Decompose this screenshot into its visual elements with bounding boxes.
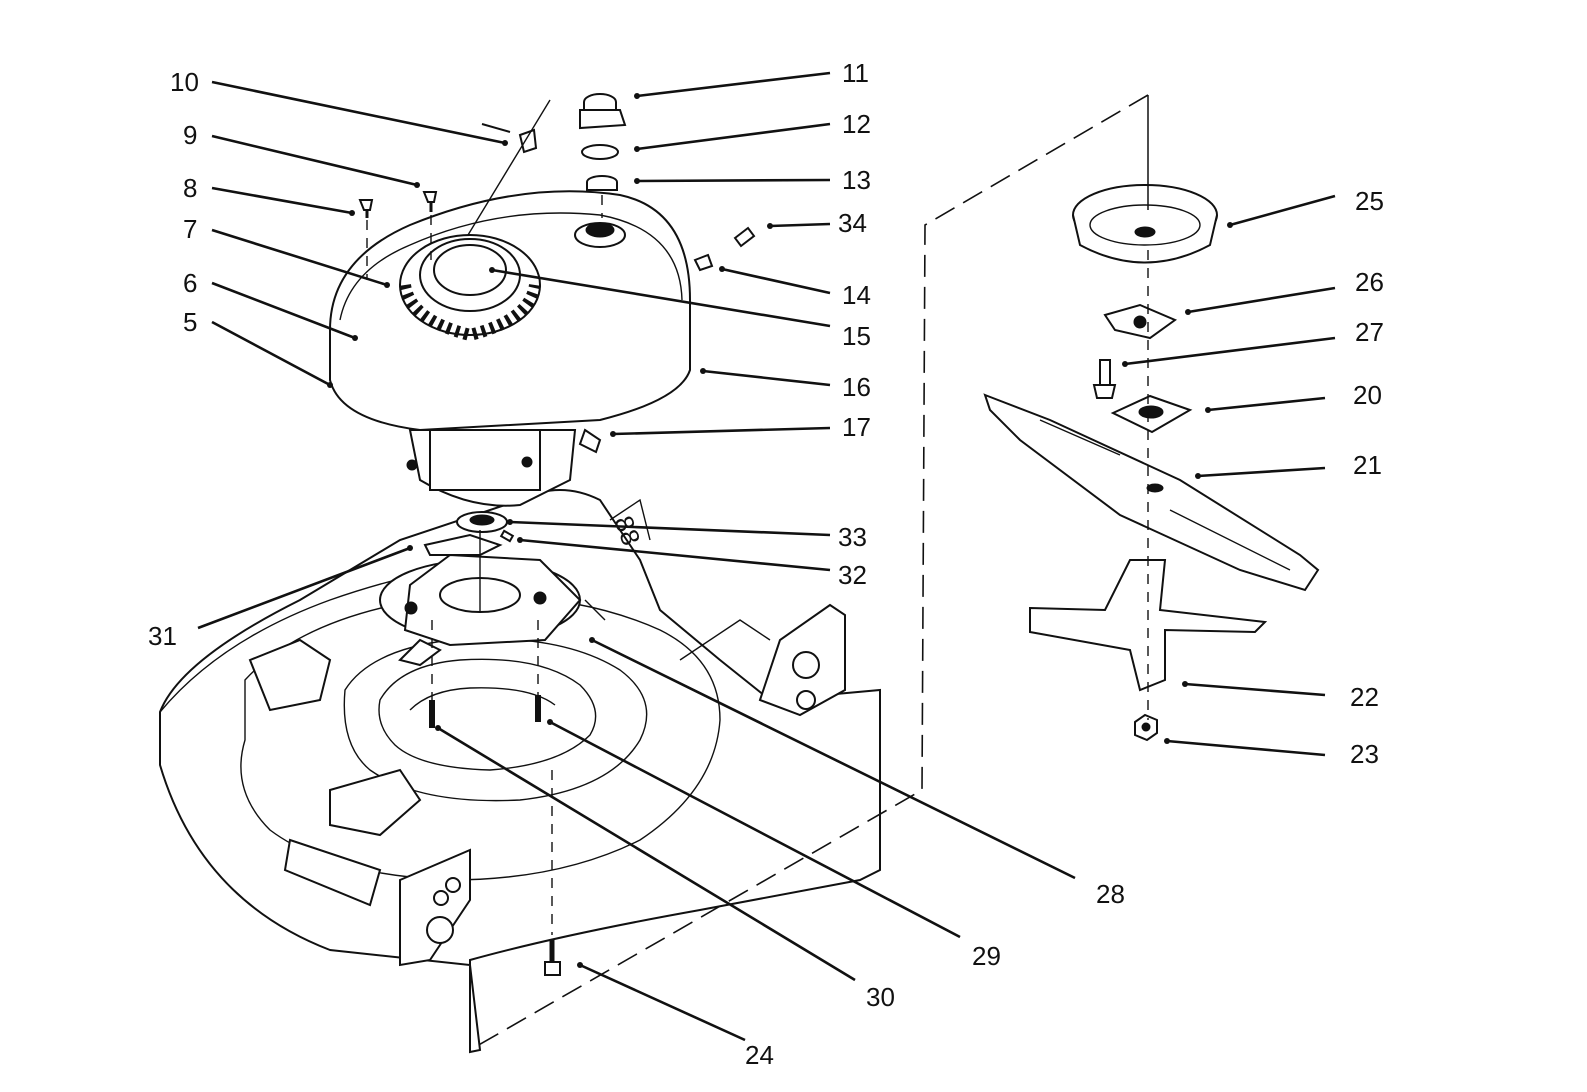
callout-16: 16 [842, 372, 871, 402]
leader-dot-24 [577, 962, 583, 968]
leader-14 [721, 267, 831, 295]
callout-21: 21 [1353, 450, 1382, 480]
hardware-parts [358, 93, 756, 976]
callout-26: 26 [1355, 267, 1384, 297]
leader-dot-31 [407, 545, 413, 551]
leader-27 [1124, 336, 1336, 366]
leader-6 [211, 281, 356, 340]
callout-25: 25 [1355, 186, 1384, 216]
leader-23 [1166, 739, 1326, 757]
leader-dot-34 [767, 223, 773, 229]
leader-30 [437, 726, 856, 982]
callout-14: 14 [842, 280, 871, 310]
leader-dot-21 [1195, 473, 1201, 479]
mower-deck: 88 [159, 489, 881, 1054]
callout-34: 34 [838, 208, 867, 238]
leader-dot-30 [435, 725, 441, 731]
leader-32 [519, 538, 831, 572]
callout-5: 5 [183, 307, 197, 337]
leader-10 [211, 80, 506, 145]
leader-dot-23 [1164, 738, 1170, 744]
callout-7: 7 [183, 214, 197, 244]
leader-dot-16 [700, 368, 706, 374]
callout-13: 13 [842, 165, 871, 195]
callout-20: 20 [1353, 380, 1382, 410]
leader-dot-6 [352, 335, 358, 341]
callout-23: 23 [1350, 739, 1379, 769]
callout-9: 9 [183, 120, 197, 150]
callout-32: 32 [838, 560, 867, 590]
leader-dot-20 [1205, 407, 1211, 413]
leader-dot-7 [384, 282, 390, 288]
leader-dot-8 [349, 210, 355, 216]
leader-dot-13 [634, 178, 640, 184]
callout-24: 24 [745, 1040, 774, 1070]
leader-dot-10 [502, 140, 508, 146]
callout-30: 30 [866, 982, 895, 1012]
leader-dot-11 [634, 93, 640, 99]
leader-dot-25 [1227, 222, 1233, 228]
callout-numbers: 10 9 8 7 6 5 11 12 13 34 14 15 16 17 33 … [148, 58, 1384, 1070]
leader-34 [769, 222, 831, 228]
callout-6: 6 [183, 268, 197, 298]
leader-28 [591, 638, 1076, 880]
leader-20 [1207, 396, 1326, 412]
leader-33 [509, 520, 831, 537]
leader-22 [1184, 682, 1326, 697]
leader-12 [636, 122, 831, 151]
callout-11: 11 [842, 58, 869, 88]
leader-dot-15 [489, 267, 495, 273]
leader-8 [211, 186, 353, 215]
leader-29 [549, 720, 961, 939]
leader-dot-32 [517, 537, 523, 543]
callout-15: 15 [842, 321, 871, 351]
callout-33: 33 [838, 522, 867, 552]
leader-dot-28 [589, 637, 595, 643]
callout-dots [327, 93, 1233, 968]
leader-9 [211, 134, 418, 187]
leader-dot-17 [610, 431, 616, 437]
leader-5 [211, 320, 331, 387]
callout-10: 10 [170, 67, 199, 97]
callout-28: 28 [1096, 879, 1125, 909]
callout-31: 31 [148, 621, 177, 651]
leader-dot-29 [547, 719, 553, 725]
callout-17: 17 [842, 412, 871, 442]
leader-13 [636, 178, 831, 183]
leader-11 [636, 71, 831, 98]
leader-dot-27 [1122, 361, 1128, 367]
leader-dot-5 [327, 382, 333, 388]
callout-27: 27 [1355, 317, 1384, 347]
leader-dot-9 [414, 182, 420, 188]
leader-7 [211, 228, 388, 287]
leader-25 [1229, 194, 1336, 227]
leader-31 [197, 546, 411, 630]
engine-assembly [329, 190, 691, 543]
callout-12: 12 [842, 109, 871, 139]
leader-dot-12 [634, 146, 640, 152]
blade-assembly [983, 184, 1320, 742]
leader-dot-26 [1185, 309, 1191, 315]
callout-22: 22 [1350, 682, 1379, 712]
callout-8: 8 [183, 173, 197, 203]
leader-dot-22 [1182, 681, 1188, 687]
leader-15 [491, 268, 831, 328]
leader-21 [1197, 466, 1326, 478]
leader-17 [612, 426, 831, 436]
leader-24 [579, 963, 746, 1042]
leader-dot-14 [719, 266, 725, 272]
callout-leaders [197, 71, 1336, 1042]
callout-29: 29 [972, 941, 1001, 971]
leader-26 [1187, 286, 1336, 314]
leader-16 [702, 369, 831, 387]
leader-dot-33 [507, 519, 513, 525]
